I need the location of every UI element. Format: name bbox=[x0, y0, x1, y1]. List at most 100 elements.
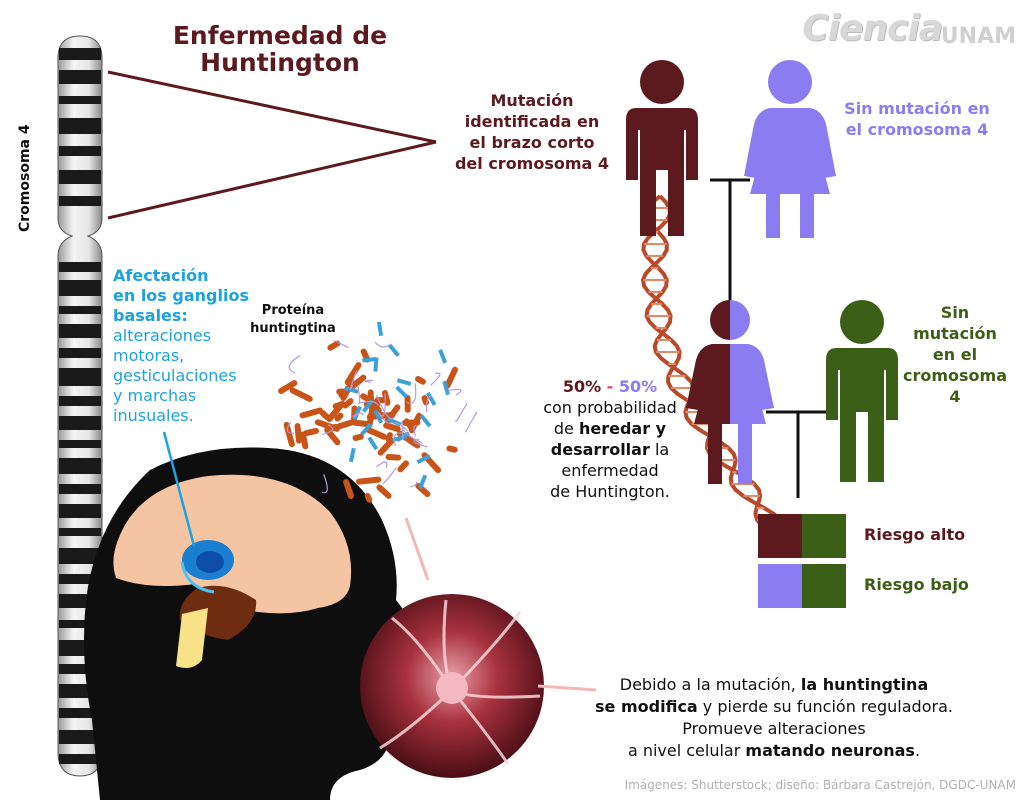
probability-line-3: de heredar y bbox=[535, 418, 685, 439]
risk-low-label: Riesgo bajo bbox=[864, 575, 969, 594]
percent-separator: - bbox=[601, 377, 619, 396]
protein-helix bbox=[402, 419, 421, 426]
neuron-image bbox=[360, 594, 597, 778]
partner-label: Sin mutación en el cromosoma 4 bbox=[900, 302, 1010, 407]
protein-helix bbox=[342, 398, 354, 409]
protein-sheet bbox=[442, 380, 450, 396]
protein-helix bbox=[415, 375, 426, 385]
protein-helix bbox=[303, 427, 319, 437]
chromosome-band bbox=[59, 324, 101, 338]
protein-loop bbox=[413, 425, 417, 437]
mutation-line-3: el brazo corto bbox=[469, 133, 595, 152]
percent-no-mutation: 50% bbox=[618, 377, 658, 396]
protein-helix bbox=[385, 432, 393, 443]
chromosome-4 bbox=[57, 35, 103, 777]
neuron-note-l4-pre: a nivel celular bbox=[627, 741, 746, 760]
affectation-body-2: motoras, bbox=[113, 346, 185, 365]
man-with-mutation-figure bbox=[626, 60, 698, 236]
neuron-note-l4-post: . bbox=[914, 741, 921, 760]
protein-helix bbox=[335, 419, 355, 430]
chromosome-band bbox=[59, 620, 101, 628]
ciencia-logo: Ciencia bbox=[802, 8, 943, 49]
protein-helix bbox=[334, 412, 344, 422]
chromosome-band bbox=[59, 754, 101, 764]
protein-sheet bbox=[387, 343, 400, 357]
affectation-body-1: alteraciones bbox=[113, 326, 212, 345]
chromosome-band bbox=[59, 70, 101, 84]
affectation-head-2: en los ganglios bbox=[113, 286, 249, 305]
neuron-note: Debido a la mutación, la huntingtina se … bbox=[574, 674, 974, 762]
protein-helix bbox=[444, 366, 458, 389]
protein-loop bbox=[322, 424, 334, 435]
chromosome-band bbox=[59, 416, 101, 430]
protein-sheet bbox=[426, 391, 437, 406]
protein-helix bbox=[364, 492, 373, 503]
protein-loop bbox=[357, 386, 361, 405]
chromosome-band bbox=[59, 664, 101, 674]
protein-sheet bbox=[395, 385, 409, 399]
partner-line-4: cromosoma bbox=[902, 366, 1007, 385]
neuron-note-l1-pre: Debido a la mutación, bbox=[619, 675, 801, 694]
protein-helix bbox=[421, 452, 442, 474]
chromosome-band bbox=[59, 280, 101, 296]
protein-loop bbox=[455, 403, 468, 423]
protein-sheet bbox=[419, 414, 432, 428]
protein-line-1: Proteína bbox=[261, 303, 325, 318]
protein-sheet bbox=[367, 436, 379, 451]
protein-loop bbox=[358, 400, 379, 406]
protein-sheet bbox=[362, 356, 377, 363]
probability-line-4: desarrollar la bbox=[535, 439, 685, 460]
female-parent-line-1: Sin mutación en bbox=[844, 99, 990, 118]
protein-loop bbox=[352, 412, 364, 418]
protein-helix bbox=[366, 400, 377, 429]
chromosome-band bbox=[59, 48, 101, 60]
protein-label: Proteína huntingtina bbox=[248, 302, 338, 338]
protein-loop bbox=[413, 438, 428, 448]
protein-loop bbox=[378, 393, 386, 417]
chromosome-band bbox=[59, 348, 101, 358]
title-line-2: Huntington bbox=[200, 48, 360, 77]
protein-helix bbox=[381, 389, 391, 406]
protein-loop bbox=[382, 467, 397, 485]
protein-loop bbox=[376, 461, 388, 469]
protein-sheet bbox=[396, 378, 412, 386]
protein-helix bbox=[327, 340, 341, 351]
protein-helix bbox=[294, 423, 302, 444]
chromosome-band bbox=[59, 118, 101, 134]
family-tree-lines bbox=[710, 178, 828, 498]
probability-line-4-bold: desarrollar bbox=[550, 440, 650, 459]
head-silhouette bbox=[84, 431, 419, 800]
affectation-body-3: gesticulaciones bbox=[113, 366, 237, 385]
affectation-head-3: basales: bbox=[113, 306, 188, 325]
protein-loop bbox=[364, 379, 373, 383]
neuron-note-line-1: Debido a la mutación, la huntingtina bbox=[574, 674, 974, 696]
neuron-note-l4-bold: matando neuronas bbox=[745, 741, 915, 760]
partner-without-mutation-figure bbox=[826, 300, 898, 482]
mutation-line-2: identificada en bbox=[464, 112, 600, 131]
neuron-note-line-2: se modifica y pierde su función regulado… bbox=[574, 696, 974, 718]
protein-loop bbox=[464, 411, 478, 433]
chromosome-band bbox=[59, 440, 101, 448]
title-line-1: Enfermedad de bbox=[172, 21, 388, 50]
protein-loop bbox=[409, 481, 418, 488]
probability-line-2: con probabilidad bbox=[543, 398, 677, 417]
chromosome-band bbox=[59, 262, 101, 272]
protein-helix bbox=[446, 445, 458, 453]
protein-loop bbox=[353, 412, 360, 418]
protein-line-2: huntingtina bbox=[250, 321, 336, 336]
chromosome-band bbox=[59, 574, 101, 584]
protein-sheet bbox=[348, 447, 356, 463]
chromosome-band bbox=[59, 730, 101, 744]
zoom-lines bbox=[107, 70, 437, 220]
protein-sheet bbox=[416, 454, 431, 464]
protein-loop bbox=[332, 340, 349, 349]
affectation-body-4: y marchas bbox=[113, 386, 197, 405]
page-title: Enfermedad de Huntington bbox=[160, 22, 400, 76]
protein-loop bbox=[393, 422, 409, 432]
protein-loop bbox=[349, 370, 358, 390]
protein-helix bbox=[326, 400, 346, 423]
mutation-label: Mutación identificada en el brazo corto … bbox=[452, 90, 612, 174]
chromosome-band bbox=[59, 484, 101, 494]
protein-sheet bbox=[438, 349, 448, 364]
